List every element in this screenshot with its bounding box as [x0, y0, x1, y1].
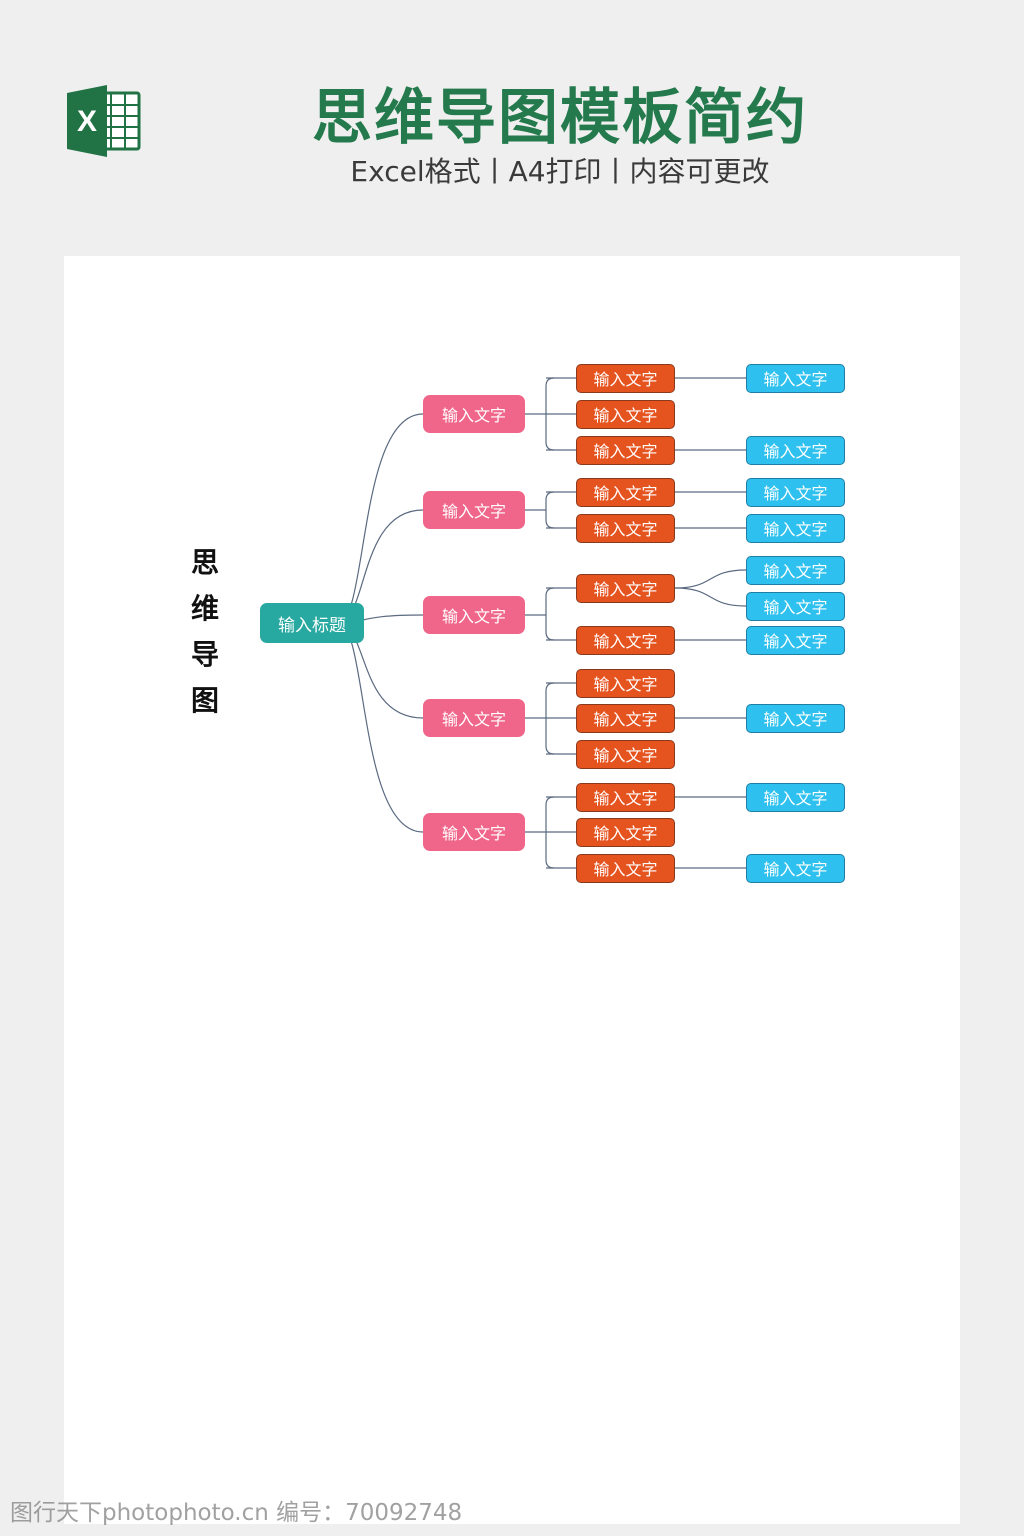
connector-line: [674, 569, 747, 589]
sub-node[interactable]: 输入文字: [576, 853, 675, 883]
leaf-node[interactable]: 输入文字: [746, 782, 845, 812]
sub-node[interactable]: 输入文字: [576, 625, 675, 655]
branch-node[interactable]: 输入文字: [423, 699, 525, 737]
connector-line: [674, 587, 747, 607]
leaf-node[interactable]: 输入文字: [746, 591, 845, 621]
sub-node[interactable]: 输入文字: [576, 399, 675, 429]
side-title-char: 思: [190, 546, 219, 579]
document-sheet: [64, 256, 960, 1524]
sub-node[interactable]: 输入文字: [576, 739, 675, 769]
leaf-node[interactable]: 输入文字: [746, 477, 845, 507]
leaf-node[interactable]: 输入文字: [746, 513, 845, 543]
connector-line: [545, 491, 555, 529]
connector-line: [337, 622, 424, 833]
sub-node[interactable]: 输入文字: [576, 363, 675, 393]
sub-node[interactable]: 输入文字: [576, 782, 675, 812]
page-subtitle: Excel格式丨A4打印丨内容可更改: [350, 155, 770, 188]
excel-logo-letter: X: [77, 105, 97, 138]
branch-node[interactable]: 输入文字: [423, 813, 525, 851]
side-title-char: 维: [190, 592, 219, 625]
root-node[interactable]: 输入标题: [260, 603, 364, 643]
sub-node[interactable]: 输入文字: [576, 477, 675, 507]
branch-node[interactable]: 输入文字: [423, 596, 525, 634]
leaf-node[interactable]: 输入文字: [746, 703, 845, 733]
leaf-node[interactable]: 输入文字: [746, 625, 845, 655]
leaf-node[interactable]: 输入文字: [746, 435, 845, 465]
side-title-char: 图: [190, 684, 219, 717]
side-title: 思 维 导 图: [190, 540, 220, 724]
leaf-node[interactable]: 输入文字: [746, 555, 845, 585]
sub-node[interactable]: 输入文字: [576, 435, 675, 465]
leaf-node[interactable]: 输入文字: [746, 853, 845, 883]
sub-node[interactable]: 输入文字: [576, 668, 675, 698]
sub-node[interactable]: 输入文字: [576, 513, 675, 543]
leaf-node[interactable]: 输入文字: [746, 363, 845, 393]
branch-node[interactable]: 输入文字: [423, 395, 525, 433]
connector-line: [337, 413, 424, 624]
connector-line: [545, 587, 555, 641]
sub-node[interactable]: 输入文字: [576, 817, 675, 847]
watermark: 图行天下photophoto.cn 编号：70092748: [10, 1500, 463, 1526]
side-title-char: 导: [190, 638, 219, 671]
excel-logo-icon: X: [67, 85, 141, 157]
sub-node[interactable]: 输入文字: [576, 703, 675, 733]
page-title: 思维导图模板简约: [312, 83, 808, 153]
sub-node[interactable]: 输入文字: [576, 573, 675, 603]
branch-node[interactable]: 输入文字: [423, 491, 525, 529]
